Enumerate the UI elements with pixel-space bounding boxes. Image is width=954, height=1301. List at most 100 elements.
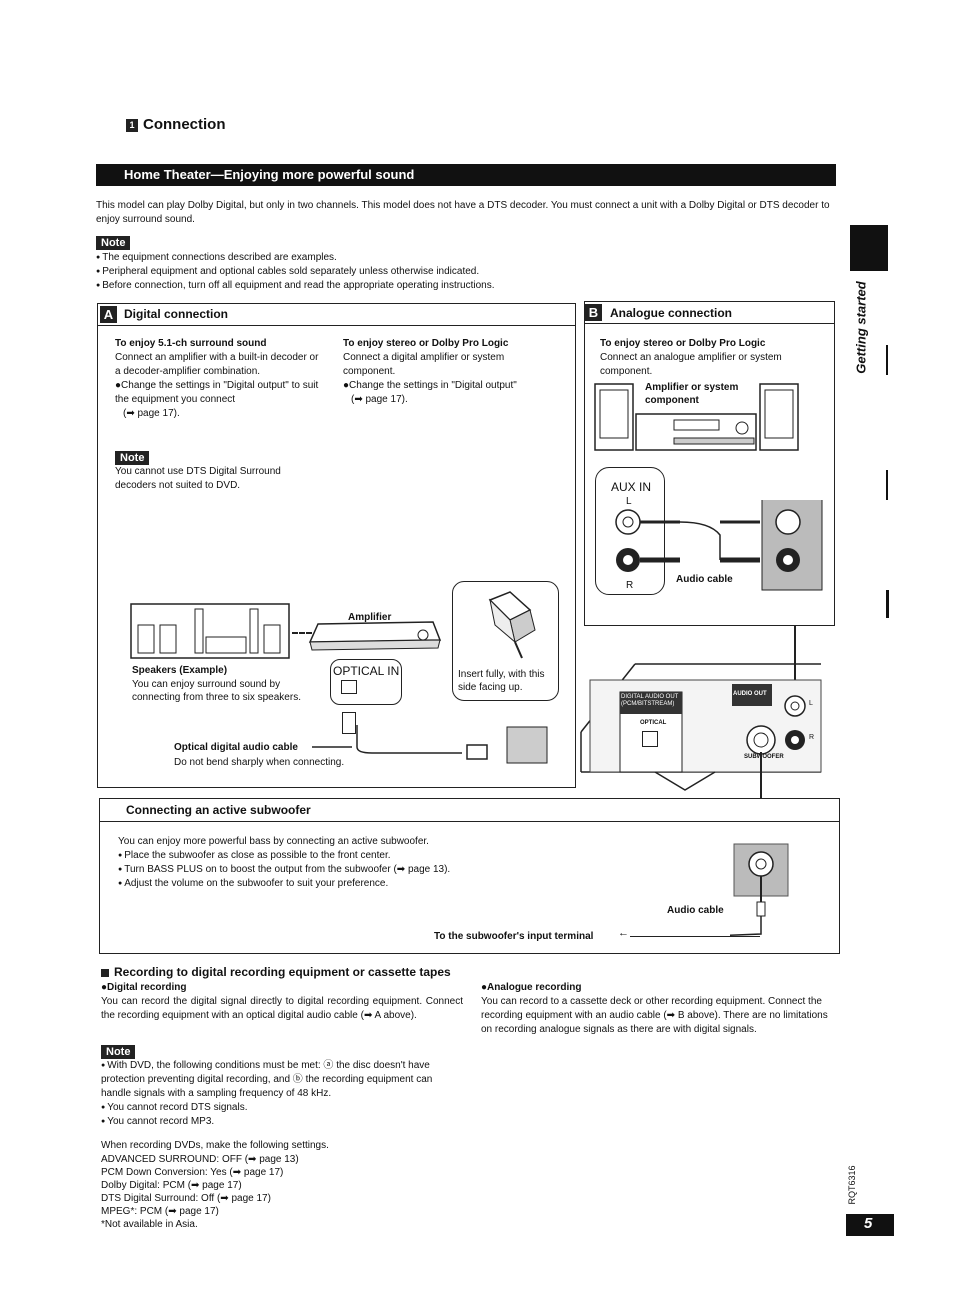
col1-bullet-text: Change the settings in "Digital output" … bbox=[115, 380, 319, 405]
setting-line: DTS Digital Surround: Off (➡ page 17) bbox=[101, 1193, 271, 1204]
analogue-letter: B bbox=[585, 304, 602, 321]
subwoofer-box bbox=[99, 798, 840, 954]
audio-out-label: AUDIO OUT bbox=[733, 691, 767, 697]
digital-recording-head: ●Digital recording bbox=[101, 982, 187, 993]
subwoofer-bullet: Turn BASS PLUS on to boost the output fr… bbox=[118, 863, 598, 877]
col2-text: Connect a digital amplifier or system co… bbox=[343, 352, 505, 377]
col1-text: Connect an amplifier with a built-in dec… bbox=[115, 352, 319, 377]
col1-ref: (➡ page 17). bbox=[123, 408, 180, 419]
subwoofer-intro: You can enjoy more powerful bass by conn… bbox=[118, 836, 429, 847]
settings-list: ADVANCED SURROUND: OFF (➡ page 13) PCM D… bbox=[101, 1153, 299, 1231]
subwoofer-audio-cable-label: Audio cable bbox=[667, 905, 724, 916]
note-badge: Note bbox=[96, 236, 131, 250]
col1-bullet: ●Change the settings in "Digital output"… bbox=[115, 380, 319, 405]
player-rear-panel bbox=[580, 663, 822, 791]
digital-col2: To enjoy stereo or Dolby Pro Logic Conne… bbox=[343, 337, 553, 407]
subwoofer-jack-illustration bbox=[730, 843, 789, 936]
analogue-recording-head-text: Analogue recording bbox=[487, 982, 582, 993]
recording-title: Recording to digital recording equipment… bbox=[114, 965, 451, 979]
digital-note-text: You cannot use DTS Digital Surround deco… bbox=[115, 466, 281, 491]
subwoofer-bullet: Place the subwoofer as close as possible… bbox=[118, 849, 598, 863]
subwoofer-bullets: Place the subwoofer as close as possible… bbox=[118, 849, 598, 891]
optical-cable-text: Do not bend sharply when connecting. bbox=[174, 757, 345, 768]
optical-in-callout bbox=[330, 659, 402, 705]
section-number-badge: 1 bbox=[126, 119, 138, 132]
analogue-recording-head: ●Analogue recording bbox=[481, 982, 582, 993]
edge-mark bbox=[886, 590, 889, 618]
recording-square-icon bbox=[101, 969, 109, 977]
model-code: RQT6316 bbox=[847, 1165, 857, 1205]
speakers-illustration bbox=[130, 603, 290, 659]
analogue-title: Analogue connection bbox=[610, 306, 733, 320]
insert-text: Insert fully, with this side facing up. bbox=[458, 669, 545, 693]
optical-cable-line bbox=[312, 725, 548, 764]
optical-in-label: OPTICAL IN bbox=[333, 664, 400, 678]
footnote: *Not available in Asia. bbox=[101, 1219, 198, 1230]
col1-heading: To enjoy 5.1-ch surround sound bbox=[115, 338, 267, 349]
amp-system-label: Amplifier or system component bbox=[645, 382, 739, 406]
optical-plug-icon bbox=[342, 712, 356, 734]
analogue-connection-box bbox=[584, 301, 835, 626]
aux-r-label: R bbox=[626, 580, 634, 591]
recording-note-badge: Note bbox=[101, 1045, 136, 1059]
speakers-text: You can enjoy surround sound by connecti… bbox=[132, 679, 301, 703]
digital-out-label: DIGITAL AUDIO OUT (PCM/BITSTREAM) bbox=[621, 694, 679, 707]
edge-mark bbox=[886, 345, 888, 375]
insert-callout bbox=[452, 581, 559, 701]
col2-bullet: ●Change the settings in "Digital output" bbox=[343, 380, 517, 391]
side-tab-block bbox=[850, 225, 888, 271]
amplifier-illustration bbox=[308, 621, 442, 651]
analogue-title-rule bbox=[584, 323, 835, 324]
optical-plug-closeup-icon bbox=[488, 591, 536, 659]
digital-connection-box bbox=[97, 303, 576, 788]
digital-recording-head-text: Digital recording bbox=[107, 982, 187, 993]
note-item: Before connection, turn off all equipmen… bbox=[96, 279, 736, 293]
stereo-system-illustration bbox=[594, 383, 799, 451]
recording-notes: With DVD, the following conditions must … bbox=[101, 1059, 463, 1129]
analogue-text: To enjoy stereo or Dolby Pro Logic Conne… bbox=[600, 337, 820, 379]
subwoofer-cable-drop bbox=[760, 752, 762, 798]
subwoofer-title-rule bbox=[99, 821, 840, 822]
recording-note: You cannot record MP3. bbox=[101, 1115, 463, 1129]
analogue-body: Connect an analogue amplifier or system … bbox=[600, 352, 782, 377]
digital-recording-text: You can record the digital signal direct… bbox=[101, 996, 463, 1021]
subwoofer-bullet: Adjust the volume on the subwoofer to su… bbox=[118, 877, 598, 891]
digital-note-badge: Note bbox=[115, 451, 150, 465]
input-terminal-arrow-icon: ← bbox=[618, 927, 629, 939]
page-number-block bbox=[846, 1214, 894, 1236]
col2-ref: (➡ page 17). bbox=[351, 394, 408, 405]
optical-port-icon bbox=[341, 680, 357, 694]
setting-line: Dolby Digital: PCM (➡ page 17) bbox=[101, 1180, 242, 1191]
top-notes: The equipment connections described are … bbox=[96, 251, 736, 293]
note-item: The equipment connections described are … bbox=[96, 251, 736, 265]
page-number: 5 bbox=[864, 1215, 873, 1232]
settings-intro: When recording DVDs, make the following … bbox=[101, 1140, 329, 1151]
digital-title-rule bbox=[97, 325, 576, 326]
amplifier-label: Amplifier bbox=[348, 612, 392, 623]
subwoofer-title: Connecting an active subwoofer bbox=[126, 803, 311, 817]
setting-line: PCM Down Conversion: Yes (➡ page 17) bbox=[101, 1167, 284, 1178]
banner-title: Home Theater—Enjoying more powerful soun… bbox=[124, 167, 415, 182]
col2-bullet-text: Change the settings in "Digital output" bbox=[349, 380, 517, 391]
recording-note: With DVD, the following conditions must … bbox=[101, 1059, 463, 1101]
setting-line: MPEG*: PCM (➡ page 17) bbox=[101, 1206, 219, 1217]
speaker-connector-line bbox=[292, 632, 312, 634]
input-terminal-line bbox=[630, 936, 760, 937]
recording-note: You cannot record DTS signals. bbox=[101, 1101, 463, 1115]
note-item: Peripheral equipment and optional cables… bbox=[96, 265, 736, 279]
col2-heading: To enjoy stereo or Dolby Pro Logic bbox=[343, 338, 509, 349]
aux-in-callout bbox=[595, 467, 665, 595]
speakers-heading: Speakers (Example) bbox=[132, 665, 228, 676]
aux-jacks-illustration bbox=[615, 500, 823, 591]
analogue-cable-drop bbox=[794, 626, 796, 696]
digital-title: Digital connection bbox=[124, 307, 229, 321]
aux-in-label: AUX IN bbox=[611, 480, 652, 494]
setting-line: ADVANCED SURROUND: OFF (➡ page 13) bbox=[101, 1154, 299, 1165]
panel-r-label: R bbox=[809, 734, 815, 741]
aux-l-label: L bbox=[626, 496, 632, 507]
banner bbox=[96, 164, 836, 186]
analogue-heading: To enjoy stereo or Dolby Pro Logic bbox=[600, 338, 766, 349]
audio-cable-label: Audio cable bbox=[676, 574, 733, 585]
digital-col1: To enjoy 5.1-ch surround sound Connect a… bbox=[115, 337, 325, 421]
side-tab-label: Getting started bbox=[853, 281, 869, 374]
